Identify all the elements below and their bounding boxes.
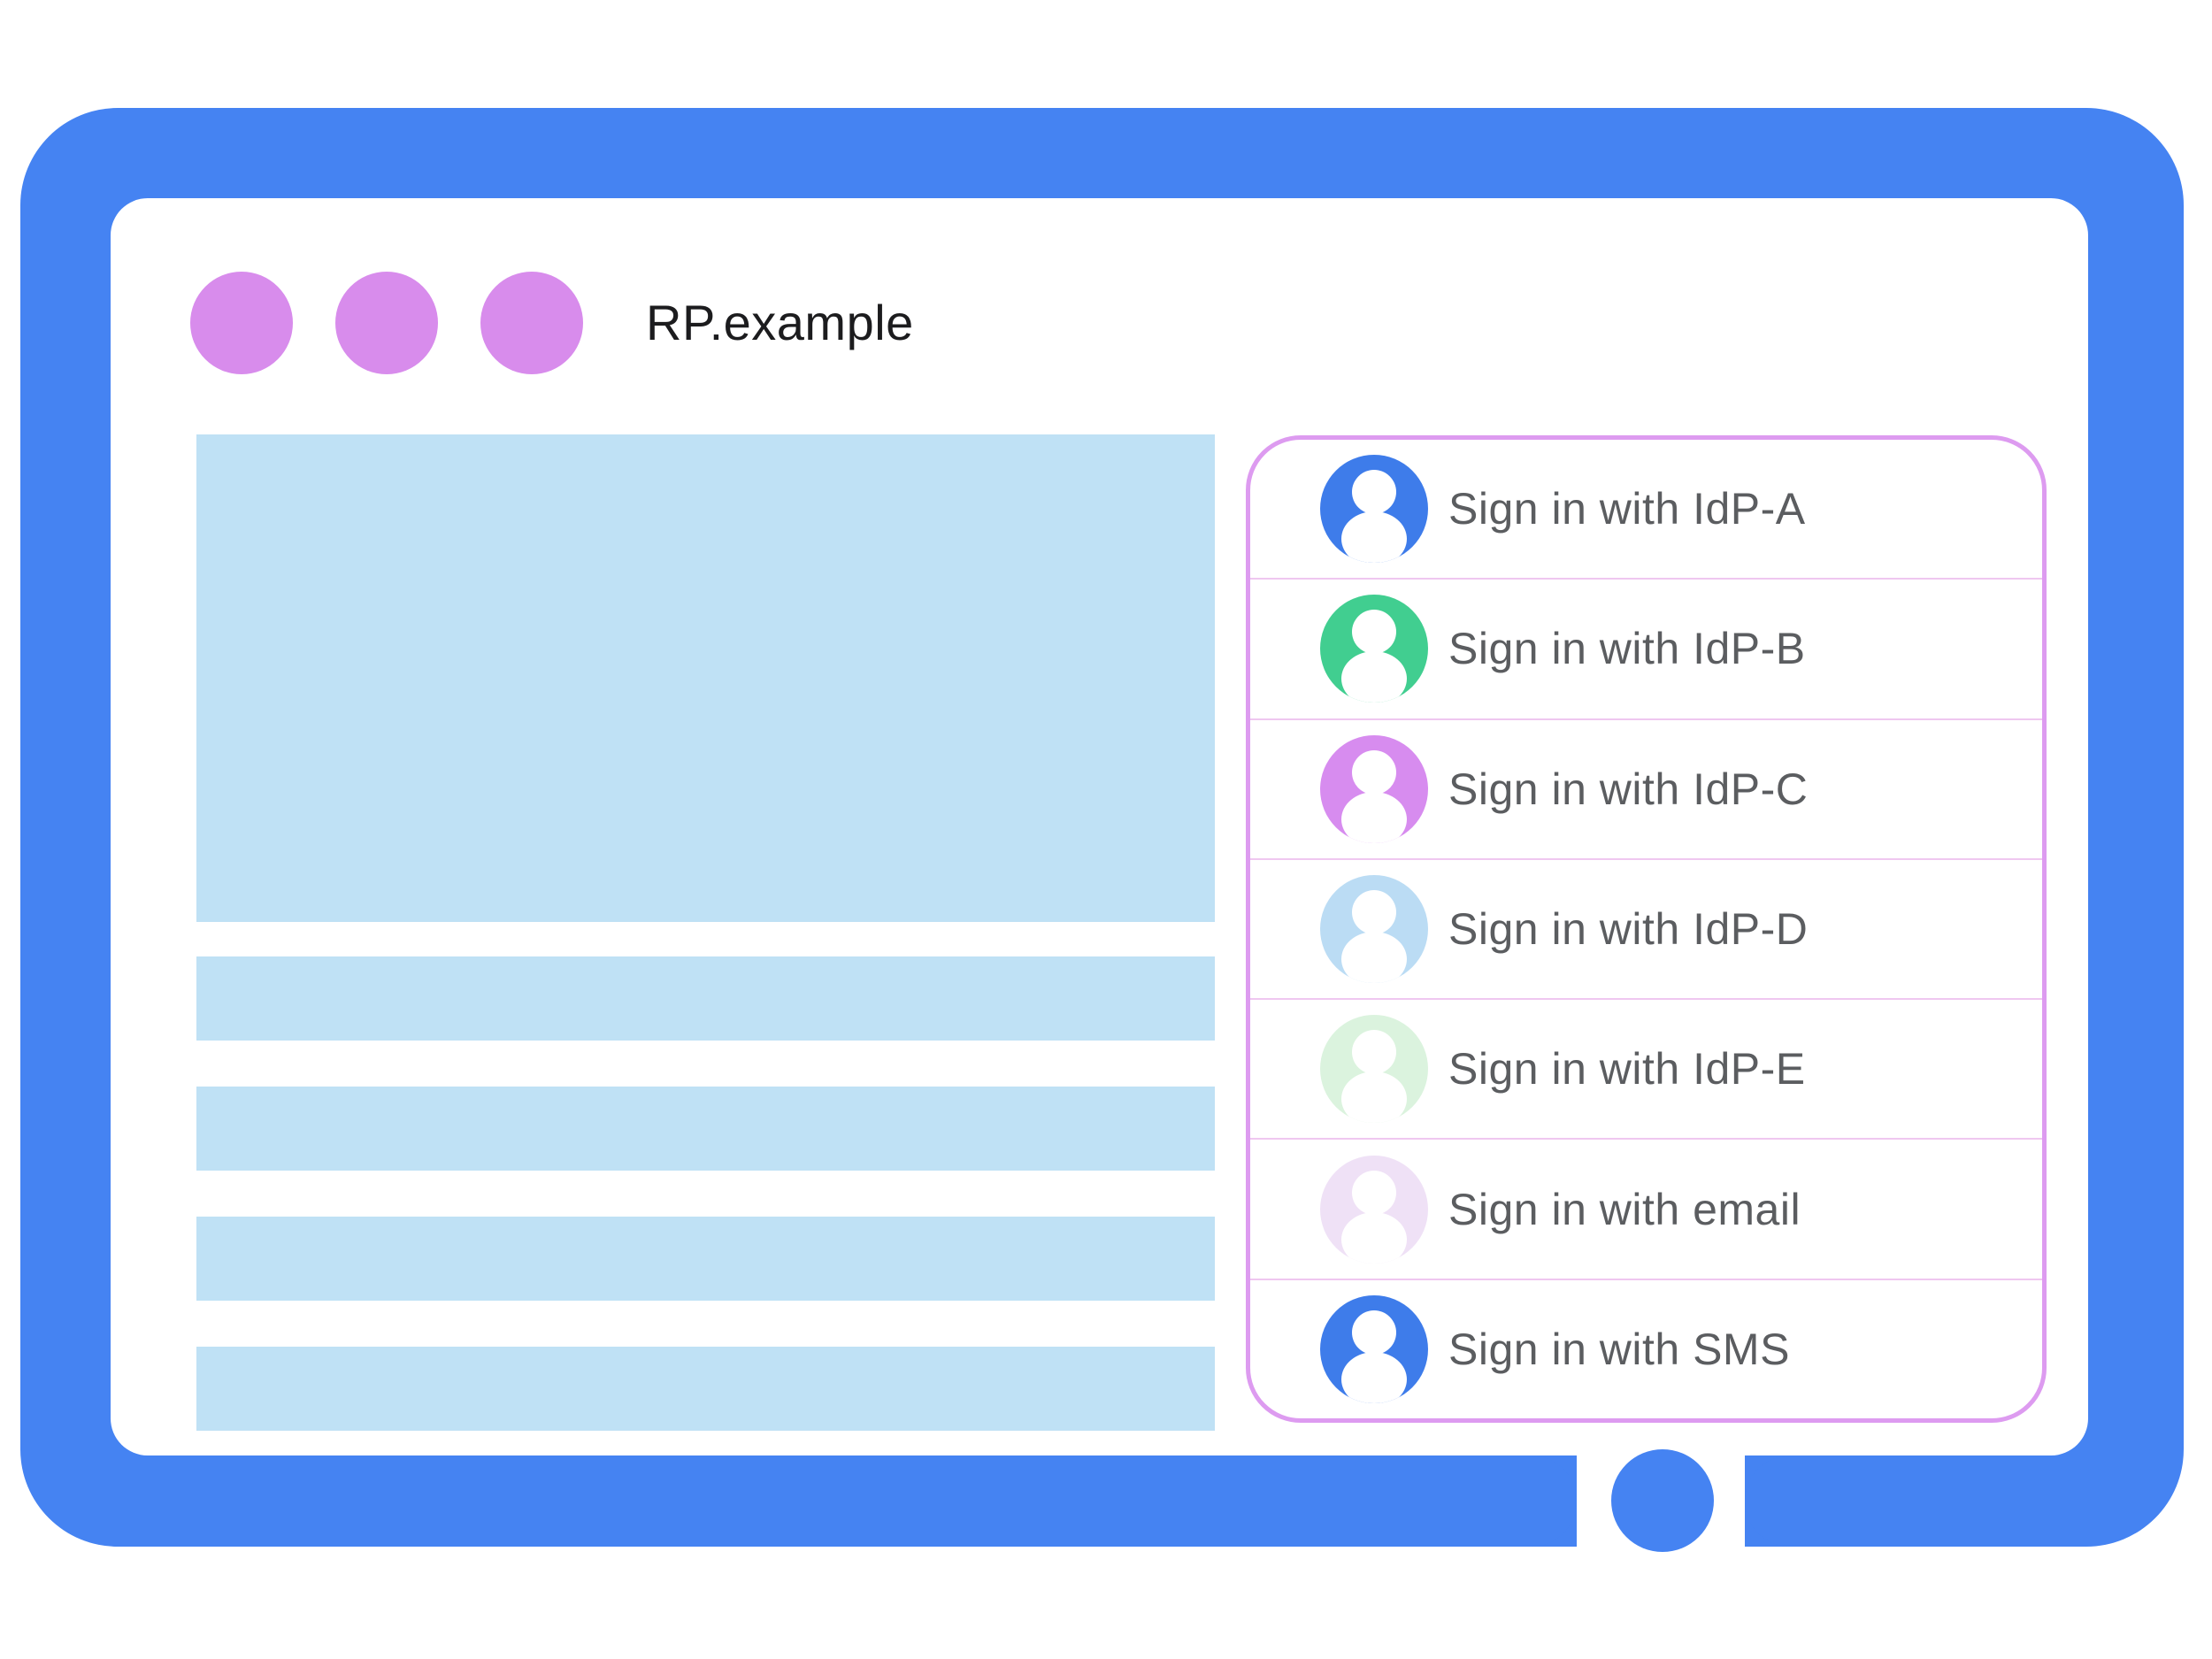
sign-in-option-label: Sign in with IdP-A (1448, 484, 1806, 534)
sign-in-option[interactable]: Sign in with email (1250, 1138, 2042, 1278)
person-icon (1320, 874, 1428, 983)
person-icon (1320, 455, 1428, 564)
sign-in-option[interactable]: Sign in with IdP-C (1250, 718, 2042, 858)
sign-in-option-label: Sign in with IdP-C (1448, 764, 1809, 814)
sign-in-option[interactable]: Sign in with IdP-B (1250, 578, 2042, 718)
content-placeholder-bar (196, 1347, 1215, 1431)
content-placeholder-hero (196, 434, 1215, 922)
sign-in-option-label: Sign in with IdP-E (1448, 1044, 1806, 1094)
sign-in-option-label: Sign in with SMS (1448, 1324, 1790, 1374)
sign-in-option[interactable]: Sign in with IdP-A (1250, 440, 2042, 578)
window-controls (190, 272, 626, 374)
bezel-left-cap (1493, 1455, 1577, 1547)
content-placeholder-bar (196, 956, 1215, 1041)
sign-in-option[interactable]: Sign in with IdP-D (1250, 857, 2042, 998)
window-control-dot-icon[interactable] (335, 272, 438, 374)
person-icon (1320, 1294, 1428, 1403)
sign-in-option-label: Sign in with IdP-B (1448, 624, 1806, 674)
window-control-dot-icon[interactable] (190, 272, 293, 374)
person-icon (1320, 734, 1428, 843)
bezel-right-cap (1745, 1455, 1829, 1547)
window-control-dot-icon[interactable] (480, 272, 583, 374)
sign-in-panel: Sign in with IdP-A Sign in with IdP-B Si… (1246, 435, 2047, 1423)
home-button[interactable] (1611, 1449, 1714, 1552)
person-icon (1320, 1015, 1428, 1124)
sign-in-option[interactable]: Sign in with SMS (1250, 1278, 2042, 1418)
person-icon (1320, 595, 1428, 703)
sign-in-option-label: Sign in with email (1448, 1184, 1801, 1234)
page-title: RP.example (646, 295, 914, 350)
sign-in-option[interactable]: Sign in with IdP-E (1250, 998, 2042, 1138)
person-icon (1320, 1155, 1428, 1263)
content-placeholder-bar (196, 1087, 1215, 1171)
sign-in-option-label: Sign in with IdP-D (1448, 903, 1809, 954)
content-placeholder-bar (196, 1217, 1215, 1301)
